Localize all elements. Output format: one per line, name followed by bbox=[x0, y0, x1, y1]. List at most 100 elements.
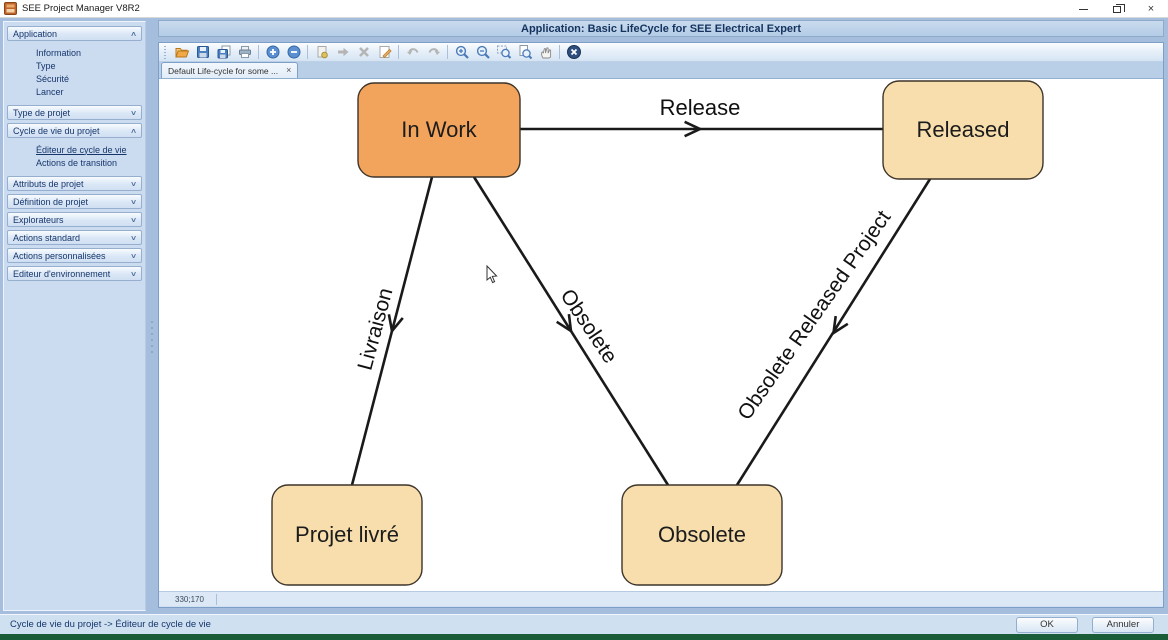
node-projet-livre[interactable] bbox=[271, 484, 423, 586]
print-button[interactable] bbox=[234, 43, 255, 61]
tab-default-lifecycle[interactable]: Default Life-cycle for some ... × bbox=[161, 62, 299, 78]
sidebar-section-actions-standard[interactable]: Actions standard ∨ bbox=[7, 230, 142, 245]
zoom-page-icon bbox=[519, 45, 532, 60]
add-button[interactable] bbox=[262, 43, 283, 61]
edit-pencil-button[interactable] bbox=[374, 43, 395, 61]
sidebar-section-cycle-de-vie[interactable]: Cycle de vie du projet ∧ bbox=[7, 123, 142, 138]
ok-button[interactable]: OK bbox=[1016, 616, 1078, 633]
section-label: Actions standard bbox=[13, 232, 81, 243]
zoom-in-icon bbox=[455, 45, 469, 59]
zoom-out-button[interactable] bbox=[472, 43, 493, 61]
node-in-work[interactable] bbox=[357, 82, 521, 178]
edge-label-obsolete-released-project: Obsolete Released Project bbox=[733, 206, 895, 424]
edge-label-release: Release bbox=[660, 95, 741, 120]
pan-hand-icon bbox=[540, 47, 551, 59]
remove-button[interactable] bbox=[283, 43, 304, 61]
chevron-down-icon: ∨ bbox=[129, 270, 138, 278]
add-icon bbox=[266, 45, 279, 59]
sidebar-item-type[interactable]: Type bbox=[36, 60, 56, 71]
sidebar-item-lancer[interactable]: Lancer bbox=[36, 86, 64, 97]
undo-icon bbox=[406, 48, 418, 55]
cancel-button[interactable]: Annuler bbox=[1092, 616, 1154, 633]
sidebar-section-editeur-environnement[interactable]: Editeur d'environnement ∨ bbox=[7, 266, 142, 281]
section-label: Attributs de projet bbox=[13, 178, 84, 189]
sidebar-section-explorateurs[interactable]: Explorateurs ∨ bbox=[7, 212, 142, 227]
sidebar-section-application[interactable]: Application ∧ bbox=[7, 26, 142, 41]
section-label: Cycle de vie du projet bbox=[13, 125, 100, 136]
node-obsolete[interactable] bbox=[621, 484, 783, 586]
print-icon bbox=[238, 46, 251, 58]
mouse-cursor-icon bbox=[486, 264, 498, 284]
close-icon: × bbox=[1147, 2, 1155, 15]
chevron-up-icon: ∧ bbox=[129, 30, 138, 38]
chevron-down-icon: ∨ bbox=[129, 109, 138, 117]
zoom-window-icon bbox=[496, 45, 511, 59]
close-tool-button[interactable] bbox=[563, 43, 584, 61]
sidebar-splitter[interactable] bbox=[148, 21, 157, 611]
remove-icon bbox=[287, 45, 300, 59]
sidebar-item-information[interactable]: Information bbox=[36, 47, 82, 58]
close-button[interactable]: × bbox=[1134, 0, 1168, 18]
save-as-button[interactable] bbox=[213, 43, 234, 61]
diagram-canvas[interactable]: Release Livraison Obsolete Obsolete Rele… bbox=[159, 79, 1163, 591]
save-as-icon bbox=[217, 45, 230, 59]
chevron-down-icon: ∨ bbox=[129, 180, 138, 188]
toolbar-separator bbox=[447, 45, 448, 59]
zoom-in-button[interactable] bbox=[451, 43, 472, 61]
splitter-grip-icon bbox=[151, 321, 153, 355]
toolbar bbox=[159, 43, 1163, 62]
lifecycle-diagram: Release Livraison Obsolete Obsolete Rele… bbox=[271, 80, 1044, 586]
zoom-page-button[interactable] bbox=[514, 43, 535, 61]
pan-hand-button[interactable] bbox=[535, 43, 556, 61]
edit-pencil-icon bbox=[379, 46, 392, 59]
app-icon bbox=[4, 2, 17, 15]
forward-arrow-icon bbox=[337, 47, 348, 57]
chevron-down-icon: ∨ bbox=[129, 234, 138, 242]
arrowhead-icon bbox=[387, 314, 404, 334]
application-header-title: Application: Basic LifeCycle for SEE Ele… bbox=[521, 22, 801, 35]
save-icon bbox=[196, 46, 209, 58]
delete-x-button[interactable] bbox=[353, 43, 374, 61]
node-released[interactable] bbox=[882, 80, 1044, 180]
sidebar-item-editeur-cycle-de-vie[interactable]: Éditeur de cycle de vie bbox=[36, 144, 127, 155]
open-folder-button[interactable] bbox=[171, 43, 192, 61]
toolbar-separator bbox=[398, 45, 399, 59]
breadcrumb: Cycle de vie du projet -> Éditeur de cyc… bbox=[10, 619, 211, 630]
undo-button[interactable] bbox=[402, 43, 423, 61]
minimize-button[interactable] bbox=[1066, 0, 1100, 18]
chevron-down-icon: ∨ bbox=[129, 198, 138, 206]
minimize-icon bbox=[1078, 8, 1088, 10]
close-tool-icon bbox=[566, 45, 581, 59]
section-label: Editeur d'environnement bbox=[13, 268, 111, 279]
node-label-obsolete: Obsolete bbox=[658, 522, 746, 547]
toolbar-separator bbox=[258, 45, 259, 59]
sidebar-item-actions-de-transition[interactable]: Actions de transition bbox=[36, 157, 118, 168]
sidebar-section-attributs[interactable]: Attributs de projet ∨ bbox=[7, 176, 142, 191]
node-label-projet-livre: Projet livré bbox=[295, 522, 399, 547]
node-label-released: Released bbox=[917, 117, 1010, 142]
sidebar-section-definition[interactable]: Définition de projet ∨ bbox=[7, 194, 142, 209]
sidebar-section-type-de-projet[interactable]: Type de projet ∨ bbox=[7, 105, 142, 120]
restore-button[interactable] bbox=[1100, 0, 1134, 18]
chevron-down-icon: ∨ bbox=[129, 216, 138, 224]
cursor-coordinates: 330;170 bbox=[175, 594, 204, 604]
toolbar-separator bbox=[307, 45, 308, 59]
check-page-button[interactable] bbox=[311, 43, 332, 61]
sidebar-section-actions-personnalisees[interactable]: Actions personnalisées ∨ bbox=[7, 248, 142, 263]
redo-button[interactable] bbox=[423, 43, 444, 61]
tab-close-icon[interactable]: × bbox=[286, 65, 292, 75]
toolbar-grip-icon bbox=[164, 45, 166, 59]
main-panel: Default Life-cycle for some ... × Releas… bbox=[158, 42, 1164, 608]
section-label: Explorateurs bbox=[13, 214, 64, 225]
check-page-icon bbox=[317, 46, 328, 59]
sidebar-item-securite[interactable]: Sécurité bbox=[36, 73, 70, 84]
open-folder-icon bbox=[174, 48, 189, 58]
bottom-green-strip bbox=[0, 634, 1168, 640]
footer-bar: Cycle de vie du projet -> Éditeur de cyc… bbox=[0, 614, 1168, 634]
application-header: Application: Basic LifeCycle for SEE Ele… bbox=[158, 20, 1164, 37]
forward-arrow-button[interactable] bbox=[332, 43, 353, 61]
zoom-window-button[interactable] bbox=[493, 43, 514, 61]
save-button[interactable] bbox=[192, 43, 213, 61]
section-label: Type de projet bbox=[13, 107, 71, 118]
section-label: Définition de projet bbox=[13, 196, 89, 207]
